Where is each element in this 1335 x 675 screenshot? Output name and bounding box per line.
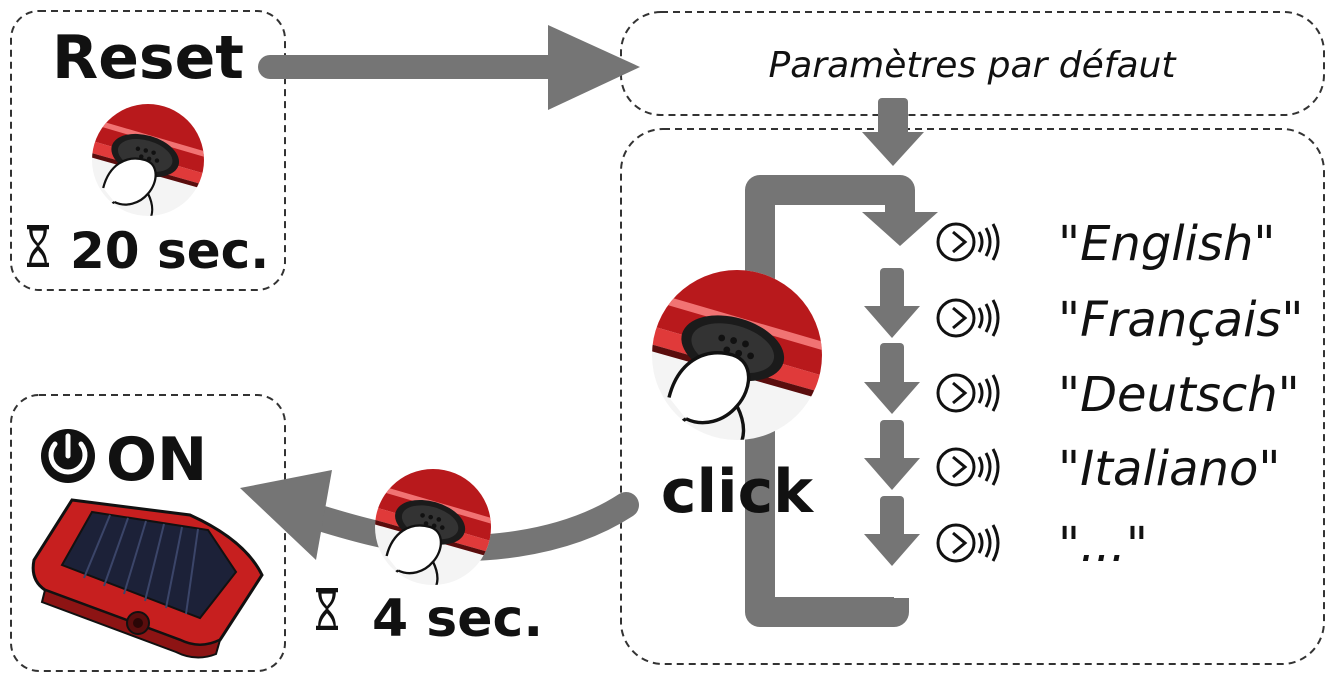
reset-to-defaults-arrow [258,25,640,110]
language-option-deutsch: "Deutsch" [1058,367,1300,423]
solar-device-photo [31,498,264,659]
language-option-italiano: "Italiano" [1058,441,1280,497]
hourglass-icon [316,588,338,630]
language-option-francais: "Français" [1058,292,1303,348]
exit-duration: 4 sec. [372,589,543,649]
reset-title: Reset [52,23,244,93]
power-icon [41,429,95,483]
language-option-english: "English" [1058,216,1275,272]
language-option-more: "..." [1058,517,1148,573]
defaults-to-menu-arrow [862,98,924,166]
defaults-label: Paramètres par défaut [769,45,1178,86]
language-step-arrows [864,268,920,566]
on-label: ON [106,425,207,495]
click-label: click [661,457,815,527]
exit-button-photo [375,469,491,585]
reset-duration: 20 sec. [70,222,269,280]
